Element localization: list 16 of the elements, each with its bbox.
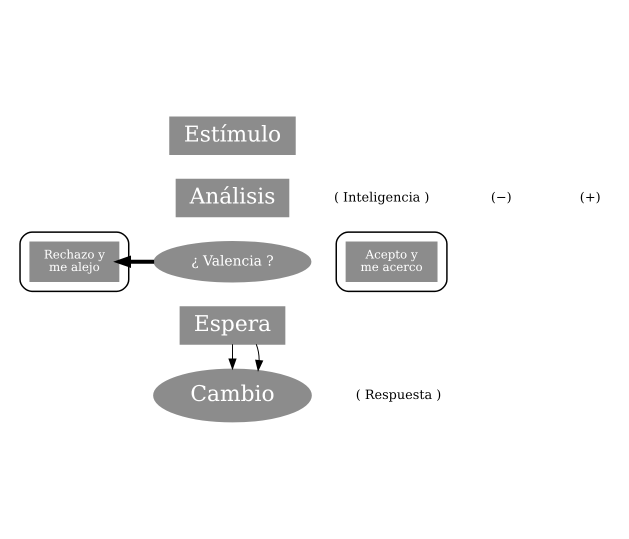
cluster [336,231,448,292]
node-box: Acepto y me acerco [346,241,438,282]
node-label: ( Inteligencia ) [334,190,430,206]
node-label: ( Respuesta ) [356,388,442,403]
arrow [113,255,154,268]
node-box: Análisis [176,178,290,218]
label: (−) [490,190,512,206]
node-box: Espera [180,306,286,345]
node-ellipse: Cambio [153,368,312,422]
label: (+) [580,190,601,206]
arrow [255,344,264,372]
node-box: Rechazo y me alejo [29,241,120,282]
cluster [19,231,130,292]
arrow [228,344,237,370]
node-box: Estímulo [169,116,296,155]
node-ellipse: ¿ Valencia ? [154,240,312,282]
